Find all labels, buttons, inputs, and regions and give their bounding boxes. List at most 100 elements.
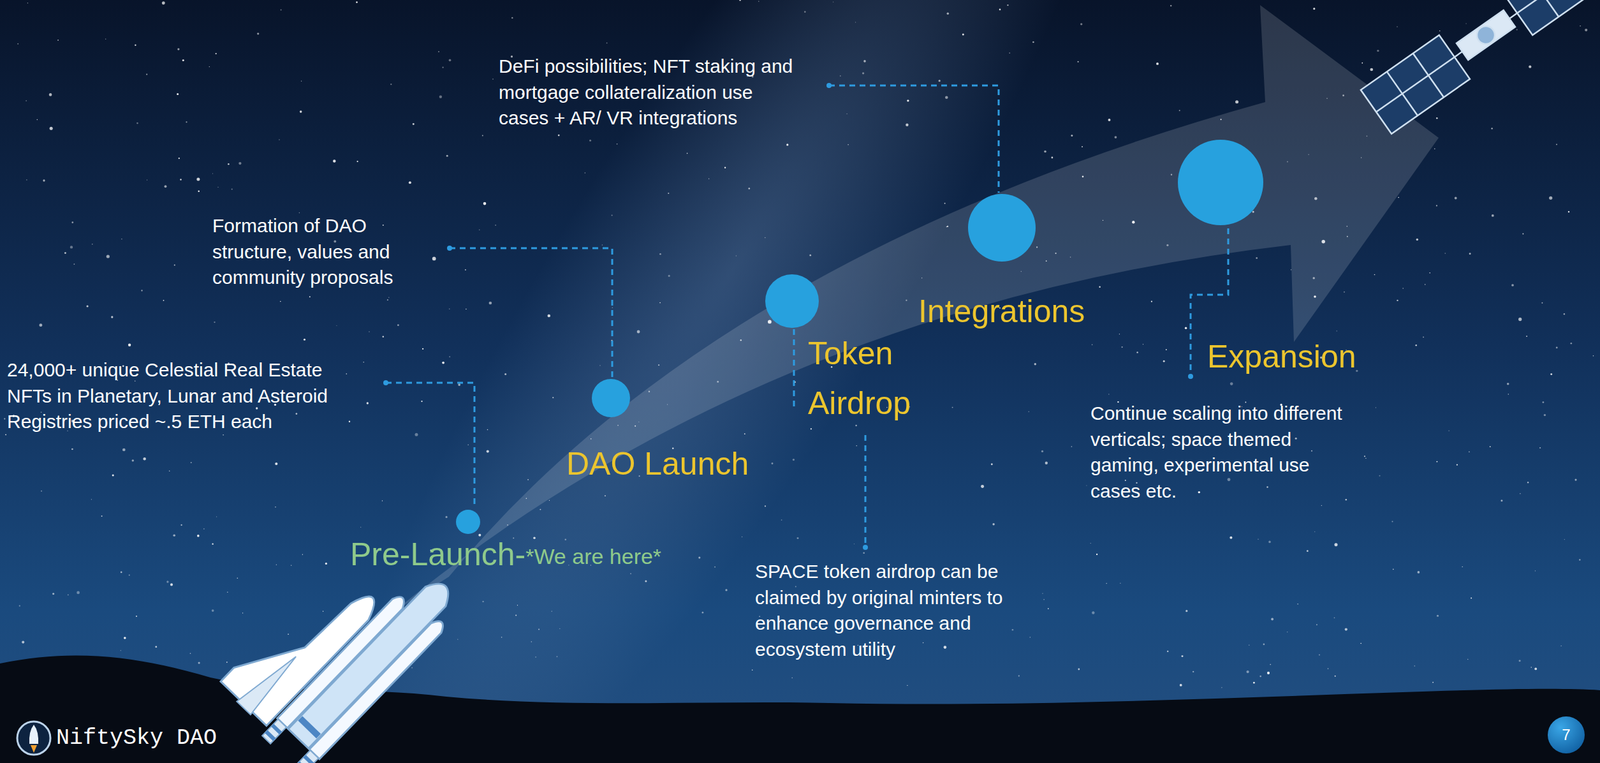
- star: [73, 263, 76, 265]
- star: [332, 159, 337, 163]
- star: [40, 490, 43, 492]
- star: [348, 420, 351, 423]
- star: [1077, 668, 1080, 671]
- star: [161, 1, 166, 5]
- star: [211, 543, 213, 545]
- star: [1166, 650, 1169, 653]
- satellite: [1360, 0, 1600, 134]
- star: [1364, 455, 1366, 457]
- star: [855, 21, 856, 23]
- star: [309, 295, 311, 298]
- star: [1045, 461, 1048, 465]
- star: [274, 462, 278, 465]
- star: [1018, 674, 1020, 676]
- star: [163, 299, 165, 301]
- star: [809, 254, 812, 257]
- star: [388, 297, 389, 298]
- star: [465, 308, 467, 310]
- star: [1098, 285, 1101, 287]
- star: [439, 95, 442, 98]
- stage-description: Formation of DAO structure, values and c…: [212, 212, 442, 291]
- star: [589, 139, 592, 142]
- star: [336, 325, 337, 326]
- star: [1297, 603, 1299, 605]
- star: [382, 224, 384, 226]
- star: [215, 52, 217, 55]
- star: [211, 609, 215, 612]
- star: [1042, 593, 1043, 594]
- star: [1163, 360, 1166, 363]
- star: [295, 412, 298, 415]
- star: [1434, 148, 1435, 150]
- star: [1229, 536, 1233, 539]
- star: [299, 212, 300, 213]
- star: [862, 551, 865, 554]
- star: [227, 163, 230, 166]
- star: [1375, 406, 1377, 408]
- star: [992, 522, 995, 525]
- star: [1378, 475, 1380, 477]
- star: [302, 554, 303, 555]
- star: [1550, 373, 1553, 375]
- star: [539, 508, 541, 511]
- star: [142, 457, 147, 461]
- star: [70, 245, 73, 249]
- star: [1422, 336, 1424, 338]
- star: [227, 591, 228, 593]
- star: [1436, 461, 1438, 463]
- star: [1555, 144, 1558, 146]
- star: [91, 243, 93, 245]
- star: [547, 314, 551, 318]
- star: [1081, 146, 1083, 148]
- star: [1255, 256, 1258, 259]
- star: [1456, 463, 1458, 465]
- star: [278, 139, 280, 140]
- star: [1227, 477, 1231, 481]
- star: [535, 656, 537, 657]
- star: [952, 406, 954, 409]
- stage-description: SPACE token airdrop can be claimed by or…: [755, 558, 1055, 662]
- star: [905, 123, 909, 127]
- star: [489, 301, 493, 305]
- star: [1121, 346, 1123, 348]
- star: [552, 396, 554, 398]
- stage-title: Expansion: [1207, 335, 1357, 379]
- star: [538, 628, 540, 631]
- star: [606, 42, 608, 45]
- star: [1534, 570, 1536, 571]
- star: [658, 364, 660, 366]
- star: [213, 321, 215, 323]
- star: [1266, 485, 1268, 488]
- star: [556, 655, 558, 657]
- star: [19, 605, 21, 607]
- star: [164, 184, 168, 188]
- star: [1090, 542, 1092, 544]
- star: [1416, 238, 1419, 241]
- star: [1374, 274, 1376, 276]
- star: [1108, 393, 1110, 395]
- star: [478, 533, 481, 537]
- star: [415, 433, 419, 437]
- star: [1376, 49, 1379, 52]
- star: [832, 1, 834, 2]
- star: [1490, 127, 1493, 129]
- star: [256, 32, 259, 35]
- star: [136, 122, 139, 125]
- star: [1070, 134, 1073, 137]
- star: [1584, 28, 1588, 32]
- star: [64, 251, 67, 254]
- star: [27, 2, 29, 4]
- star: [1091, 610, 1095, 614]
- star: [1392, 568, 1395, 570]
- roadmap-arrow: [392, 5, 1439, 613]
- star: [381, 499, 383, 501]
- star: [962, 33, 965, 36]
- star: [290, 565, 292, 566]
- star: [134, 380, 136, 382]
- star: [1043, 150, 1047, 154]
- star: [390, 83, 392, 85]
- star: [1142, 343, 1144, 345]
- star: [1334, 675, 1336, 677]
- star: [174, 264, 176, 266]
- star: [1086, 484, 1087, 486]
